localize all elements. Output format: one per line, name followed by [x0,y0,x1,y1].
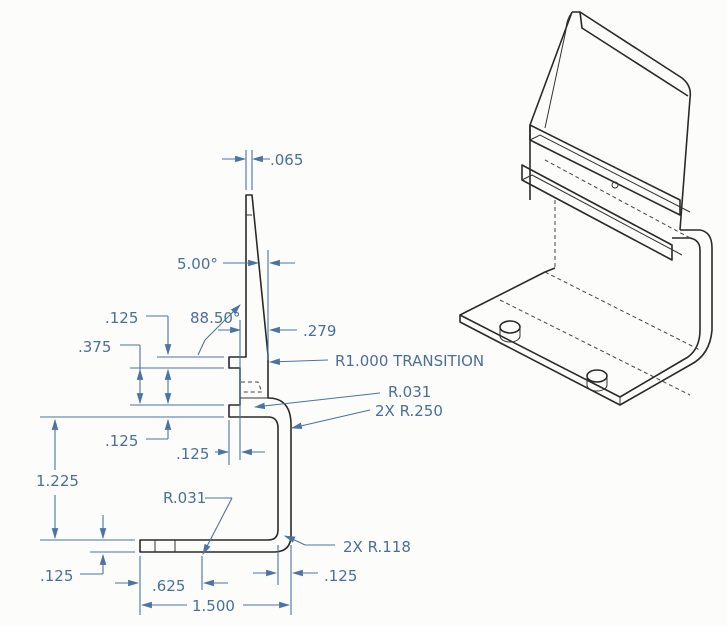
dim-foot-thickness: .125 [40,567,73,585]
dim-taper-angle: 5.00° [177,255,218,273]
isometric-view [459,11,713,406]
dim-transition-radius: R1.000 TRANSITION [335,352,484,370]
dim-wall-thickness: .125 [324,567,357,585]
dim-tip-thickness: .065 [270,151,303,169]
dimension-lines [40,150,381,615]
dim-inner-radius-top: R.031 [388,383,431,401]
dim-notch-width: .125 [176,445,209,463]
dim-notch-depth-bottom: .125 [105,432,138,450]
bracket-profile [139,194,292,553]
dim-height: 1.225 [36,472,79,490]
dim-notch-depth-top: .125 [105,309,138,327]
dim-notch-spacing: .375 [78,338,111,356]
dim-hole-offset: .625 [152,577,185,595]
dim-notch-angle: 88.50° [190,309,240,327]
dim-bend-radius-lower: 2X R.118 [343,538,411,556]
dim-base-thickness: .279 [303,322,336,340]
dim-inner-radius-bottom: R.031 [163,489,206,507]
dim-bend-radius-upper: 2X R.250 [375,402,443,420]
dim-overall-width: 1.500 [192,597,235,615]
